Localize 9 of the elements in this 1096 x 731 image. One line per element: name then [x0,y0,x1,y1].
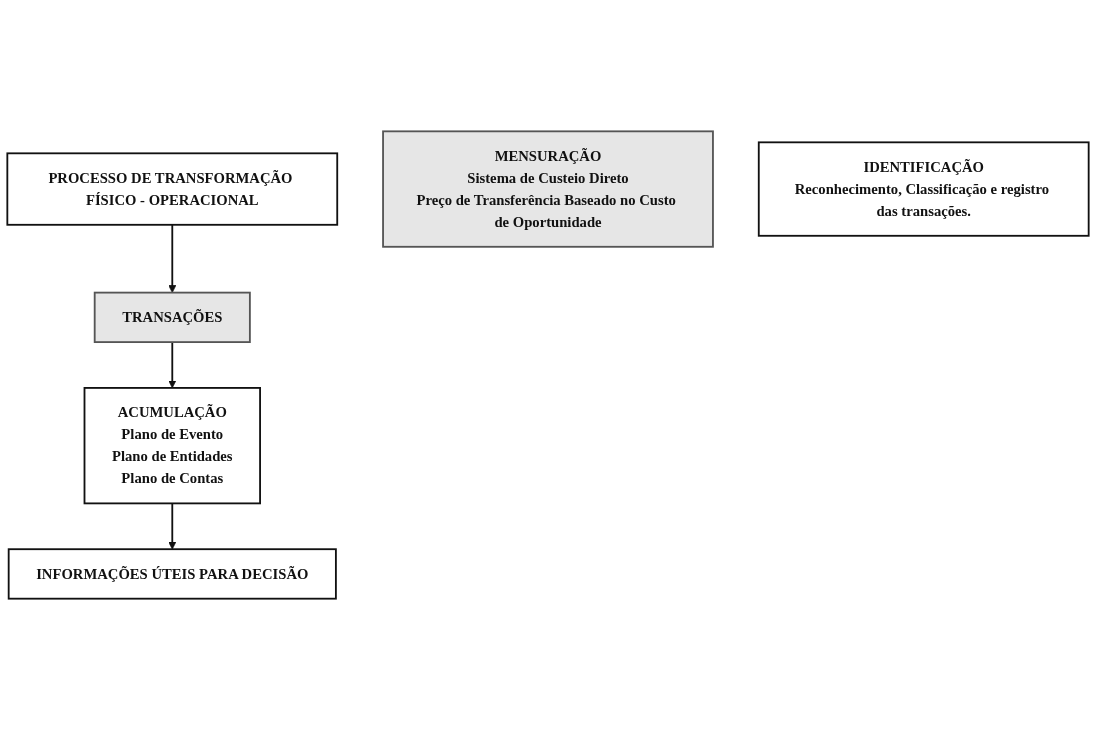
arrow [168,224,177,294]
arrow [168,341,177,389]
node-box: MENSURAÇÃO Sistema de Custeio Direto Preço de Transferência Baseado no Custo de Oportunidade [382,130,714,249]
node-box: PROCESSO DE TRANSFORMAÇÃO FÍSICO - OPERACIONAL [6,152,339,227]
node-box: INFORMAÇÕES ÚTEIS PARA DECISÃO [7,548,337,601]
arrow [168,502,177,551]
node-box: TRANSAÇÕES [93,292,251,344]
node-box: ACUMULAÇÃO Plano de Evento Plano de Entidades Plano de Contas [83,387,261,505]
node-box: IDENTIFICAÇÃO Reconhecimento, Classificação e registro das transações. [757,141,1090,238]
